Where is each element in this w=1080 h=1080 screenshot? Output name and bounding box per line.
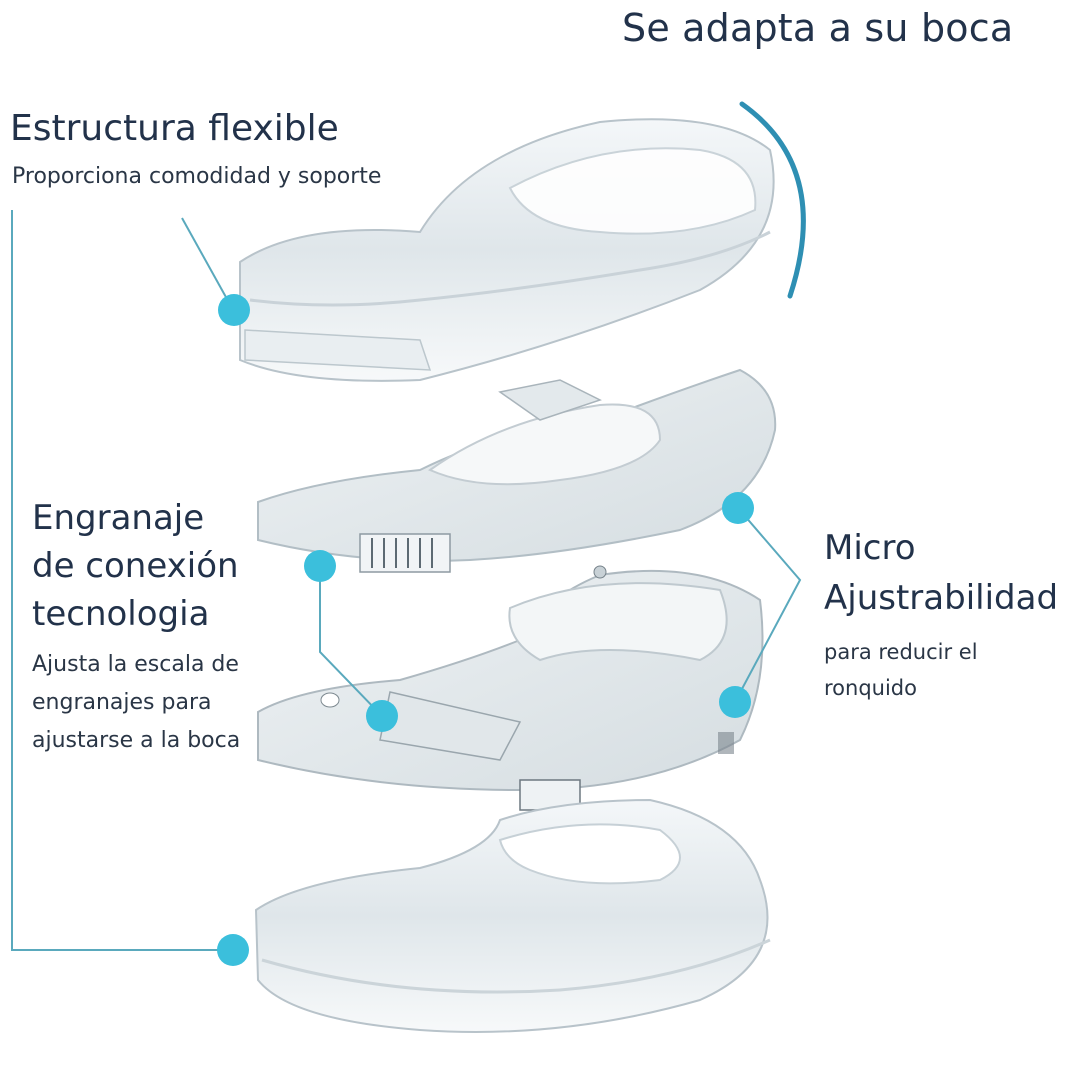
callout-lines — [11, 210, 802, 951]
gear-title-line: de conexión — [32, 546, 239, 586]
callout-dot — [218, 294, 250, 326]
top-caption: Se adapta a su boca — [622, 6, 1014, 50]
micro-description-line: ronquido — [824, 676, 917, 700]
callout-dot — [217, 934, 249, 966]
micro-title-line: Ajustrabilidad — [824, 578, 1059, 618]
callout-dot — [366, 700, 398, 732]
callout-dot — [722, 492, 754, 524]
micro-title-line: Micro — [824, 528, 916, 568]
gear-description-line: ajustarse a la boca — [32, 728, 241, 753]
upper-tray — [239, 118, 775, 382]
lower-gear-tray — [257, 565, 764, 811]
flexible-structure-title: Estructura flexible — [10, 108, 339, 149]
callout-dot — [304, 550, 336, 582]
gear-title-line: tecnologia — [32, 594, 210, 634]
gear-title-line: Engranaje — [32, 498, 205, 538]
upper-gear-tray — [257, 368, 777, 573]
micro-description-line: para reducir el — [824, 640, 978, 664]
lower-tray — [254, 798, 771, 1033]
callout-dots — [217, 294, 754, 966]
gear-description-line: engranajes para — [32, 690, 212, 715]
flexible-structure-subtitle: Proporciona comodidad y soporte — [12, 164, 382, 189]
gear-description-line: Ajusta la escala de — [32, 652, 239, 677]
curved-arc — [739, 101, 806, 299]
callout-dot — [719, 686, 751, 718]
